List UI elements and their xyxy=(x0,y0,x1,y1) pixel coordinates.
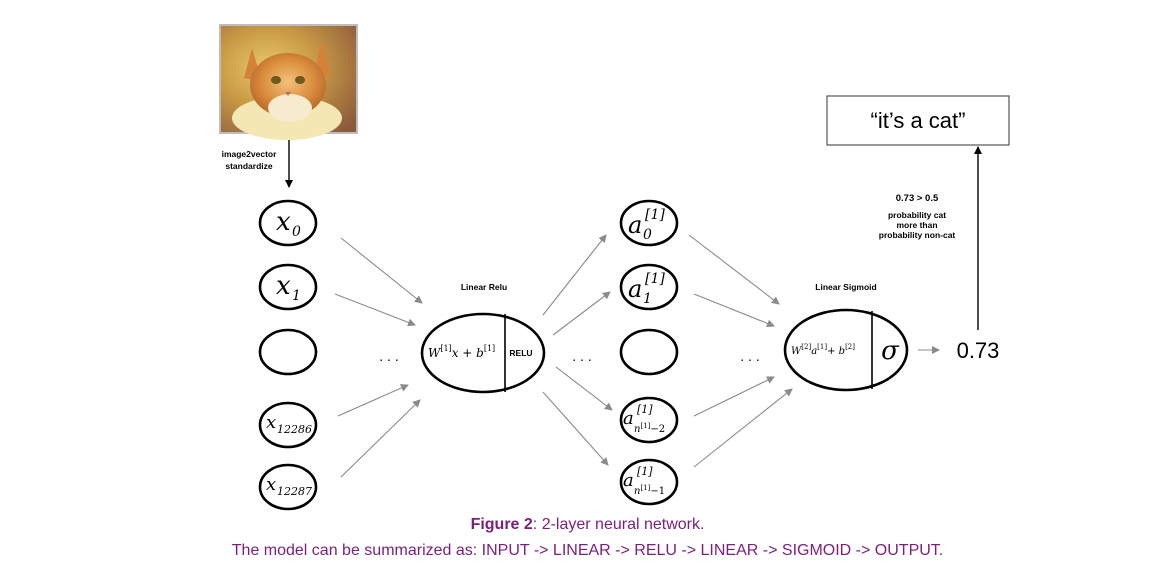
arrow-layer1-a0 xyxy=(542,234,607,316)
arrow-a1-layer2 xyxy=(693,293,775,328)
preprocess-label-1: image2vector xyxy=(222,149,277,159)
hidden-ellipsis-right: . . . xyxy=(740,348,759,364)
input-node-x1: x 1 xyxy=(258,263,318,311)
arrow-an1-layer2 xyxy=(693,388,793,468)
input-x12286-sub: 12286 xyxy=(277,423,312,436)
arrow-an2-layer2 xyxy=(693,376,775,417)
input-x0-sub: 0 xyxy=(292,224,301,240)
hidden-a0-sub: 0 xyxy=(643,227,652,243)
arrow-x12286-layer1 xyxy=(337,384,409,417)
model-summary: The model can be summarized as: INPUT ->… xyxy=(231,542,944,559)
arrow-x0-layer1 xyxy=(340,237,423,304)
figure-caption: Figure 2: 2-layer neural network. xyxy=(0,516,1175,534)
hidden-node-a0: a [1] 0 xyxy=(619,199,679,247)
result-label: “it’s a cat” xyxy=(871,108,966,133)
hidden-an2-sub: n[1]−2 xyxy=(634,422,665,435)
hidden-node-an1: a [1] n[1]−1 xyxy=(619,458,679,506)
hidden-a1-base: a xyxy=(628,275,642,303)
hidden-an2-base: a xyxy=(623,408,634,429)
probability-note-3: probability non-cat xyxy=(879,230,956,240)
arrow-a0-layer2 xyxy=(688,234,780,305)
layer2-node: W[2]a[1]+ b[2] σ xyxy=(783,308,909,392)
input-node-x0: x 0 xyxy=(258,199,318,247)
hidden-ellipsis-left: . . . xyxy=(572,348,591,364)
hidden-a0-base: a xyxy=(628,211,642,239)
arrow-x12287-layer1 xyxy=(340,399,421,478)
figure-caption-text: : 2-layer neural network. xyxy=(532,516,705,533)
hidden-an2-sup: [1] xyxy=(637,403,653,416)
hidden-node-an2: a [1] n[1]−2 xyxy=(619,396,679,444)
result-box: “it’s a cat” xyxy=(826,95,1010,146)
arrow-x1-layer1 xyxy=(334,293,416,327)
input-x0-base: x xyxy=(276,207,291,237)
input-x12286-base: x xyxy=(266,412,276,433)
probability-note-1: probability cat xyxy=(888,210,946,220)
hidden-node-empty xyxy=(619,328,679,376)
layer2-formula: W[2]a[1]+ b[2] xyxy=(791,343,855,357)
input-node-x12287: x 12287 xyxy=(258,463,318,511)
hidden-an1-base: a xyxy=(623,470,634,491)
input-x12287-sub: 12287 xyxy=(277,485,312,498)
hidden-a1-sub: 1 xyxy=(643,291,652,307)
layer2-title: Linear Sigmoid xyxy=(815,282,876,292)
input-ellipsis: . . . xyxy=(379,348,398,364)
figure-label: Figure 2 xyxy=(470,516,533,533)
arrow-layer1-an1 xyxy=(542,391,609,466)
arrow-layer1-an2 xyxy=(555,366,613,411)
hidden-an1-sub: n[1]−1 xyxy=(634,484,665,497)
hidden-node-a1: a [1] 1 xyxy=(619,263,679,311)
layer1-title: Linear Relu xyxy=(461,282,507,292)
input-x12287-base: x xyxy=(266,474,276,495)
hidden-an1-sup: [1] xyxy=(637,465,653,478)
cat-image xyxy=(219,24,358,140)
arrow-layer1-a1 xyxy=(552,291,611,336)
input-x1-base: x xyxy=(276,271,291,301)
layer1-formula: W[1]x + b[1] xyxy=(428,344,495,360)
preprocess-label-2: standardize xyxy=(225,161,273,171)
input-node-empty xyxy=(258,328,318,376)
input-node-x12286: x 12286 xyxy=(258,401,318,449)
layer2-activation: σ xyxy=(881,336,900,366)
output-value: 0.73 xyxy=(957,338,1000,363)
input-x1-sub: 1 xyxy=(292,288,301,304)
hidden-a0-sup: [1] xyxy=(645,207,665,223)
hidden-a1-sup: [1] xyxy=(645,271,665,287)
comparison-text: 0.73 > 0.5 xyxy=(896,193,939,204)
probability-note-2: more than xyxy=(896,220,937,230)
layer1-node: W[1]x + b[1] RELU xyxy=(420,312,546,394)
layer1-activation: RELU xyxy=(509,348,532,358)
